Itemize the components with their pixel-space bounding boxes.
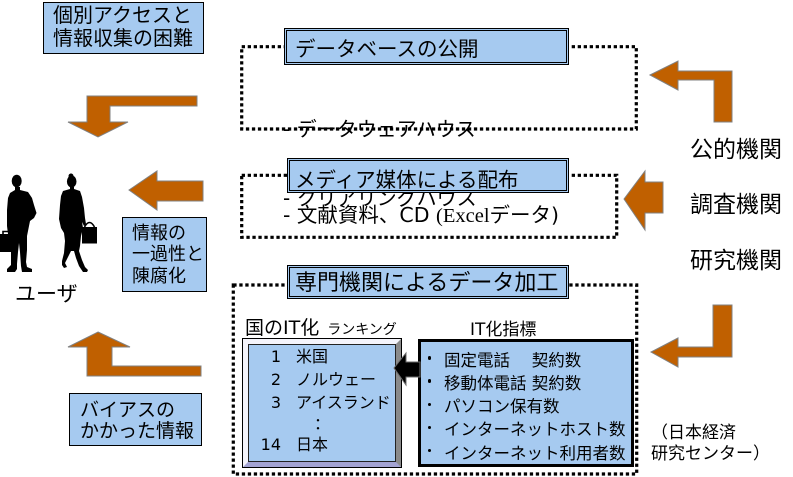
ranking-country: アイスランド	[296, 393, 391, 412]
indicator-text: インターネットホスト数	[444, 420, 626, 440]
user-label: ユーザ	[15, 282, 78, 306]
channel-title-database: データベースの公開	[284, 28, 569, 65]
source-note-line: 研究センター）	[651, 444, 770, 465]
ranking-country: ノルウェー	[296, 370, 377, 389]
indicator-text: 移動体電話 契約数	[444, 374, 582, 394]
user-silhouettes	[0, 173, 97, 272]
provider-survey-orgs: 調査機関	[690, 192, 782, 218]
channel-title-media: メディア媒体による配布	[287, 158, 569, 193]
bullet-icon	[421, 394, 438, 417]
indicator-item: パソコン保有数	[421, 394, 631, 417]
problem-box-transience: 情報の 一過性と 陳腐化	[122, 217, 207, 292]
bullet-icon	[421, 440, 438, 463]
bent-arrow-left-from-research-orgs-icon	[649, 304, 733, 368]
indicator-item: 固定電話 契約数	[421, 348, 631, 371]
ranking-position: 3	[270, 393, 281, 412]
ranking-label-suffix: ランキング	[327, 322, 397, 338]
indicator-text: インターネット利用者数	[444, 443, 626, 463]
bullet-icon	[421, 348, 438, 371]
ranking-position: 14	[260, 435, 281, 454]
handbag-handle	[83, 221, 96, 228]
briefcase-icon	[0, 234, 14, 252]
businesswoman-body	[59, 187, 88, 272]
ranking-country: 日本	[296, 435, 329, 454]
indicator-text: パソコン保有数	[444, 397, 560, 417]
channel-content-media: - 文献資料、CD (Excelデータ)	[283, 202, 560, 228]
channel-item: - データウェアハウス	[283, 117, 476, 141]
provider-public-orgs: 公的機関	[690, 137, 782, 163]
source-note-line: （日本経済	[651, 422, 736, 443]
arrow-left-to-user-icon	[128, 170, 204, 211]
businessman-icon	[0, 174, 37, 272]
indicator-item: インターネットホスト数	[421, 417, 631, 440]
ranking-row: 14 日本	[249, 433, 395, 456]
problem-text-line: 一過性と	[132, 244, 204, 265]
ranking-row: 2 ノルウェー	[249, 368, 395, 391]
bullet-icon	[421, 417, 438, 440]
ranking-box: 1 米国 2 ノルウェー 3 アイスランド ： 14 日本	[242, 338, 402, 468]
channel-frame-database	[240, 45, 638, 131]
it-indicator-label: IT化指標	[470, 320, 537, 340]
problem-text-line: バイアスの	[80, 399, 176, 421]
ranking-label-main: 国のIT化	[245, 317, 320, 339]
businesswoman-head	[66, 175, 77, 188]
bent-arrow-left-from-public-orgs-icon	[648, 60, 733, 123]
ranking-position: 1	[270, 347, 281, 366]
channel-title-processing: 専門機関によるデータ加工	[287, 265, 569, 299]
ranking-list: 1 米国 2 ノルウェー 3 アイスランド ： 14 日本	[248, 344, 396, 462]
ranking-row: 3 アイスランド	[249, 391, 395, 414]
businesswoman-icon	[59, 173, 97, 272]
businesswoman-hair-bun	[68, 173, 74, 179]
it-indicator-box: 固定電話 契約数 移動体電話 契約数 パソコン保有数 インターネットホスト数 イ…	[418, 339, 634, 467]
ranking-row: 1 米国	[249, 345, 395, 368]
channel-frame-processing	[231, 283, 639, 476]
problem-text-line: かかった情報	[80, 420, 195, 442]
ranking-position: 2	[270, 370, 281, 389]
briefcase-handle	[2, 230, 11, 234]
channel-item-main: - 文献資料、CD	[283, 202, 437, 227]
source-note: （日本経済 研究センター）	[651, 423, 770, 466]
problem-text-line: 陳腐化	[132, 265, 186, 287]
indicator-item: インターネット利用者数	[421, 440, 631, 463]
businessman-head	[11, 174, 22, 188]
provider-research-orgs: 研究機関	[690, 248, 782, 274]
problem-box-bias: バイアスの かかった情報	[69, 393, 202, 446]
bullet-icon	[421, 371, 438, 394]
problem-text-line: 情報の	[132, 222, 186, 244]
businessman-body	[7, 187, 37, 272]
problem-text-line: 個別アクセスと	[53, 3, 192, 27]
indicator-text: 固定電話 契約数	[444, 351, 582, 371]
bent-arrow-down-to-user-icon	[67, 95, 198, 138]
bent-arrow-up-to-user-icon	[67, 331, 202, 377]
ranking-label: 国のIT化ランキング	[245, 318, 397, 340]
handbag-icon	[82, 227, 97, 244]
problem-text-line: 情報収集の困難	[53, 26, 193, 50]
channel-item-suffix: データ)	[489, 202, 560, 227]
arrow-left-from-survey-orgs-icon	[623, 169, 664, 232]
indicator-item: 移動体電話 契約数	[421, 371, 631, 394]
ranking-country: 米国	[296, 347, 329, 366]
ranking-box-bevel: 1 米国 2 ノルウェー 3 アイスランド ： 14 日本	[243, 339, 401, 467]
channel-item-excel: (Excel	[436, 204, 490, 227]
problem-box-access-difficulty: 個別アクセスと 情報収集の困難	[43, 2, 204, 54]
ranking-ellipsis: ：	[313, 414, 330, 433]
